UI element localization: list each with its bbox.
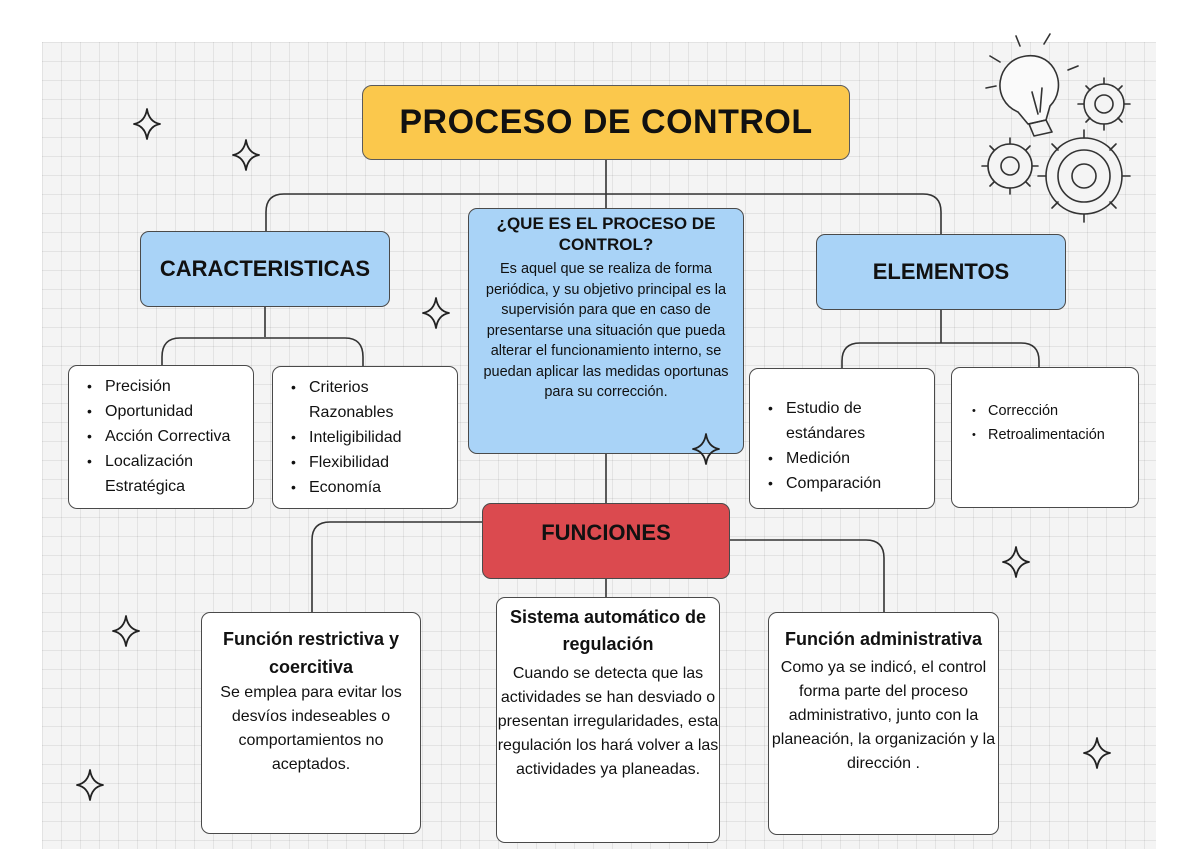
funciones-heading: FUNCIONES xyxy=(482,503,730,579)
card-body: Cuando se detecta que las actividades se… xyxy=(497,665,719,778)
list-item: Retroalimentación xyxy=(952,423,1138,447)
card-body: Como ya se indicó, el control forma part… xyxy=(771,659,996,772)
main-title: PROCESO DE CONTROL xyxy=(362,85,850,160)
caracteristicas-list-a: Precisión Oportunidad Acción Correctiva … xyxy=(68,365,254,509)
gears-icon xyxy=(981,77,1131,223)
funcion-card-administrativa: Función administrativa Como ya se indicó… xyxy=(768,612,999,835)
list-item: Inteligibilidad xyxy=(273,425,457,450)
card-title: Sistema automático de regulación xyxy=(509,607,707,654)
list-item: Localización Estratégica xyxy=(69,449,253,499)
elementos-list-b: Corrección Retroalimentación xyxy=(951,367,1139,508)
list-item: Criterios Razonables xyxy=(273,375,457,425)
list-item: Flexibilidad xyxy=(273,450,457,475)
list-item: Economía xyxy=(273,475,457,500)
funcion-card-restrictiva: Función restrictiva y coercitiva Se empl… xyxy=(201,612,421,834)
list-item: Comparación xyxy=(750,471,934,496)
que-es-box: ¿QUE ES EL PROCESO DE CONTROL? Es aquel … xyxy=(468,208,744,454)
elementos-heading: ELEMENTOS xyxy=(816,234,1066,310)
funcion-card-regulacion: Sistema automático de regulación Cuando … xyxy=(496,597,720,843)
card-body: Se emplea para evitar los desvíos indese… xyxy=(220,684,402,773)
que-es-heading: ¿QUE ES EL PROCESO DE CONTROL? xyxy=(496,214,716,254)
caracteristicas-heading: CARACTERISTICAS xyxy=(140,231,390,307)
list-item: Estudio de estándares xyxy=(750,396,934,446)
lightbulb-icon xyxy=(985,33,1079,137)
card-title: Función administrativa xyxy=(784,629,983,649)
list-item: Oportunidad xyxy=(69,399,253,424)
list-item: Precisión xyxy=(69,374,253,399)
list-item: Acción Correctiva xyxy=(69,424,253,449)
list-item: Corrección xyxy=(952,399,1138,423)
caracteristicas-list-b: Criterios Razonables Inteligibilidad Fle… xyxy=(272,366,458,509)
elementos-list-a: Estudio de estándares Medición Comparaci… xyxy=(749,368,935,509)
list-item: Medición xyxy=(750,446,934,471)
card-title: Función restrictiva y coercitiva xyxy=(222,629,400,677)
que-es-body: Es aquel que se realiza de forma periódi… xyxy=(483,261,729,400)
